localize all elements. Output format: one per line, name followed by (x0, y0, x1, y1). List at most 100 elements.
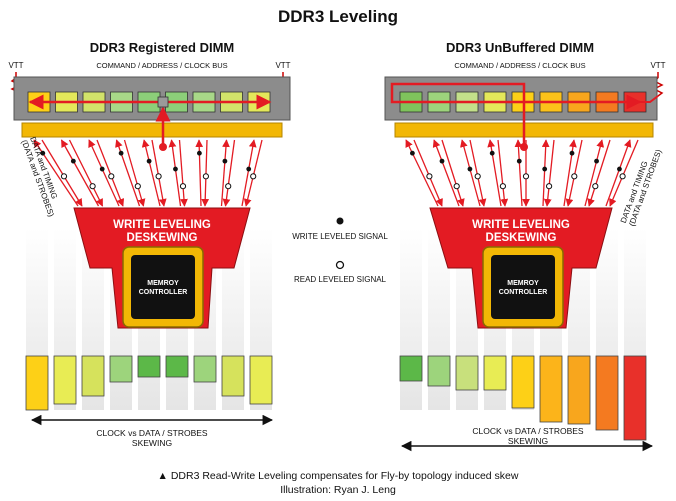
write-leveled-dot (569, 150, 575, 156)
figure-caption: ▲ DDR3 Read-Write Leveling compensates f… (158, 470, 519, 482)
skew-bar (165, 355, 189, 378)
data-strobe-line (241, 139, 257, 207)
registered-controller-label-1: MEMROY (147, 280, 179, 287)
data-strobe-line (201, 139, 210, 207)
write-leveled-dot (617, 166, 622, 172)
registered-skew-label-1: CLOCK vs DATA / STROBES (96, 428, 207, 438)
read-leveled-dot (592, 183, 599, 190)
skew-bar (595, 355, 619, 431)
write-leveled-legend-label: WRITE LEVELED SIGNAL (292, 232, 388, 241)
unbuffered-vtt-right: VTT (650, 61, 665, 70)
skew-bar (399, 355, 423, 382)
write-leveled-dot (542, 166, 548, 172)
skew-bar (249, 355, 273, 405)
registered-dimm-contacts (21, 122, 283, 138)
write-leveled-dot (222, 158, 228, 164)
data-strobe-line (609, 139, 639, 207)
write-leveled-dot (516, 158, 522, 164)
write-leveled-dot (410, 150, 415, 156)
skew-bar (81, 355, 105, 397)
illustration-credit: Illustration: Ryan J. Leng (280, 484, 396, 496)
read-leveled-dot (571, 173, 578, 180)
unbuffered-controller-label-2: CONTROLLER (499, 289, 548, 296)
skew-bar (193, 355, 217, 383)
data-strobe-line (441, 139, 465, 207)
data-strobe-line (88, 139, 120, 207)
write-leveled-dot (99, 166, 105, 172)
read-leveled-dot (155, 173, 162, 180)
read-leveled-dot (60, 173, 68, 180)
data-strobe-line (151, 139, 167, 207)
read-leveled-dot (108, 173, 115, 180)
write-leveled-dot-icon (336, 217, 344, 225)
read-leveled-dot (619, 173, 626, 180)
unbuffered-deskewing-label: DESKEWING (486, 232, 557, 244)
registered-memory-controller-chip (131, 255, 195, 319)
data-strobe-line (220, 139, 230, 207)
signal-legend: WRITE LEVELED SIGNAL READ LEVELED SIGNAL (292, 217, 388, 284)
data-strobe-line (41, 139, 83, 207)
data-strobe-line (123, 139, 146, 207)
registered-vtt-right: VTT (275, 61, 290, 70)
skew-bar (53, 355, 77, 405)
registered-skew-bars (25, 355, 273, 411)
read-leveled-dot (134, 183, 141, 190)
skew-bar (539, 355, 563, 423)
registered-deskewing-label: DESKEWING (127, 232, 198, 244)
write-leveled-dot (40, 150, 46, 156)
write-leveled-dot (173, 166, 178, 172)
read-leveled-dot (474, 173, 481, 180)
unbuffered-skew-label-1: CLOCK vs DATA / STROBES (472, 426, 583, 436)
data-strobe-line (605, 139, 632, 207)
skew-bar (137, 355, 161, 378)
registered-dimm-heading: DDR3 Registered DIMM (90, 40, 234, 55)
data-strobe-line (584, 139, 605, 207)
registered-data-lines (33, 139, 263, 207)
skew-bar (221, 355, 245, 397)
unbuffered-skew-label-2: SKEWING (508, 436, 548, 446)
write-leveled-dot (197, 150, 202, 156)
read-leveled-dot (453, 183, 460, 190)
data-strobe-line (460, 139, 481, 207)
write-leveled-dot (146, 158, 152, 164)
unbuffered-write-leveling-label: WRITE LEVELING (472, 219, 570, 231)
data-strobe-line (413, 139, 443, 207)
read-leveled-dot (426, 173, 433, 180)
registered-skew-label-2: SKEWING (132, 438, 172, 448)
data-strobe-line (222, 139, 236, 207)
registered-dimm-panel: DDR3 Registered DIMM COMMAND / ADDRESS /… (8, 40, 290, 448)
read-leveled-dot (522, 173, 530, 180)
write-leveled-dot (118, 150, 124, 156)
unbuffered-side-label: DATA and TIMING (DATA and STROBES) (619, 148, 664, 228)
read-leveled-dot (499, 183, 506, 190)
skew-bar (455, 355, 479, 391)
data-strobe-line (168, 139, 182, 207)
read-leveled-dot (179, 183, 187, 190)
unbuffered-memory-controller-chip (491, 255, 555, 319)
read-leveled-dot (89, 183, 96, 190)
skew-column (400, 228, 422, 410)
unbuffered-bus-label: COMMAND / ADDRESS / CLOCK BUS (454, 61, 585, 70)
data-strobe-line (587, 139, 611, 207)
data-strobe-line (60, 139, 100, 207)
data-strobe-line (514, 139, 523, 207)
data-strobe-line (195, 139, 204, 207)
page-title: DDR3 Leveling (278, 7, 398, 26)
write-leveled-dot (70, 158, 76, 164)
skew-bar (623, 355, 647, 441)
unbuffered-skew-bars (399, 355, 647, 441)
data-strobe-line (543, 139, 555, 207)
skew-bar (511, 355, 535, 409)
unbuffered-dimm-heading: DDR3 UnBuffered DIMM (446, 40, 594, 55)
data-strobe-line (469, 139, 487, 207)
data-strobe-line (243, 139, 263, 207)
data-strobe-line (141, 139, 161, 207)
read-leveled-dot-icon (335, 260, 345, 270)
unbuffered-dimm-panel: DDR3 UnBuffered DIMM COMMAND / ADDRESS /… (384, 40, 666, 452)
unbuffered-data-lines (405, 139, 639, 207)
data-strobe-line (541, 139, 550, 207)
skew-bar (483, 355, 507, 391)
write-leveled-dot (594, 158, 599, 164)
unbuffered-controller-label-1: MEMROY (507, 280, 539, 287)
